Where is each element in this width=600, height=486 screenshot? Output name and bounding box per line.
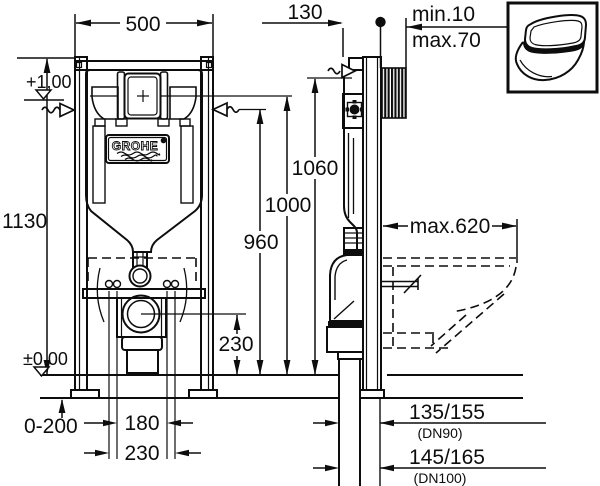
flow-arrow-left-icon xyxy=(41,102,77,118)
arrowhead xyxy=(103,419,117,427)
tank-wing-left xyxy=(91,86,119,120)
toilet-dashed-outline xyxy=(383,257,517,354)
dim-1000: 1000 xyxy=(265,194,312,217)
arrowhead xyxy=(76,19,91,27)
arrowhead xyxy=(197,19,212,27)
dim-dn90-value: 135/155 xyxy=(409,401,485,424)
drain-elbow xyxy=(329,254,364,322)
flush-bend-connector xyxy=(128,264,152,288)
dimensions xyxy=(17,14,547,472)
arrowhead xyxy=(502,222,517,230)
mounting-bolt xyxy=(112,279,122,289)
dim-max-620: max.620 xyxy=(410,215,491,238)
dim-1060: 1060 xyxy=(292,157,339,180)
cistern-outline xyxy=(85,69,203,253)
dim-depth-130: 130 xyxy=(287,1,322,24)
mounting-bolt xyxy=(162,279,172,289)
dim-height-1130: 1130 xyxy=(2,210,47,233)
arrowhead xyxy=(380,464,394,472)
frame-foot-left xyxy=(70,389,100,399)
arrowhead xyxy=(167,419,181,427)
dim-foot-0-200: 0-200 xyxy=(24,415,78,438)
tank-wing-right xyxy=(169,86,197,120)
arrowhead xyxy=(328,19,343,27)
flow-arrow-right-icon xyxy=(210,101,240,118)
text-backers xyxy=(216,157,341,356)
arrowhead xyxy=(283,360,291,375)
frame-top-crossbar xyxy=(74,60,214,71)
dim-dn90-name: (DN90) xyxy=(417,425,462,441)
logo-waves-icon xyxy=(116,151,161,162)
side-rail xyxy=(362,56,382,391)
side-rail-foot xyxy=(359,389,385,399)
flow-arrow-top-icon xyxy=(327,63,357,79)
arrowhead xyxy=(256,109,264,124)
level-mark-plus-icon xyxy=(24,89,64,101)
mounting-zone-dashed xyxy=(87,257,197,282)
arrowhead xyxy=(95,449,109,457)
arrowhead xyxy=(58,399,66,413)
mounting-bolt xyxy=(104,279,114,289)
dim-dn100-value: 145/165 xyxy=(409,446,485,469)
water-inlet-port xyxy=(349,104,360,115)
arrowhead xyxy=(311,360,319,375)
arrowhead xyxy=(175,449,189,457)
dim-dn100-name: (DN100) xyxy=(414,470,467,486)
dim-bolt-230: 230 xyxy=(124,442,159,465)
arrowhead xyxy=(325,464,339,472)
brand-text: GROHE xyxy=(112,139,159,153)
arrowhead xyxy=(311,78,319,93)
arrowhead xyxy=(380,419,394,427)
dim-bolt-180: 180 xyxy=(124,412,159,435)
arrowhead xyxy=(383,222,398,230)
arrowhead xyxy=(407,23,422,31)
arrowhead xyxy=(325,419,339,427)
arrowhead xyxy=(283,96,291,111)
arrowhead xyxy=(233,315,241,330)
marker-dot-icon xyxy=(375,16,386,28)
arrowhead xyxy=(256,360,264,375)
wall-bracket-hatched xyxy=(380,67,407,119)
frame-foot-right xyxy=(188,389,218,399)
arrowhead xyxy=(233,360,241,375)
flush-actuator-plate xyxy=(123,72,162,120)
level-label-zero: ±0,00 xyxy=(23,349,68,369)
level-mark-zero-icon xyxy=(32,366,51,378)
registered-mark-icon xyxy=(160,137,167,144)
wall-hung-toilet-icon xyxy=(506,1,599,94)
dim-drain-230: 230 xyxy=(218,333,253,356)
dim-960: 960 xyxy=(243,231,278,254)
dimension-labels: 500 130 min.10 max.70 1130 +1,00 ±0,00 1… xyxy=(2,1,490,486)
level-label-plus: +1,00 xyxy=(26,72,72,92)
dim-gap-min: min.10 xyxy=(412,3,475,26)
mounting-bolt xyxy=(170,279,180,289)
front-view-frame xyxy=(70,56,218,399)
dim-width-500: 500 xyxy=(125,13,160,36)
dim-gap-max: max.70 xyxy=(412,29,481,52)
arrowhead xyxy=(43,58,51,73)
floor-lines xyxy=(40,374,523,486)
grohe-logo: GROHE xyxy=(105,134,170,164)
side-view-frame xyxy=(326,56,517,486)
